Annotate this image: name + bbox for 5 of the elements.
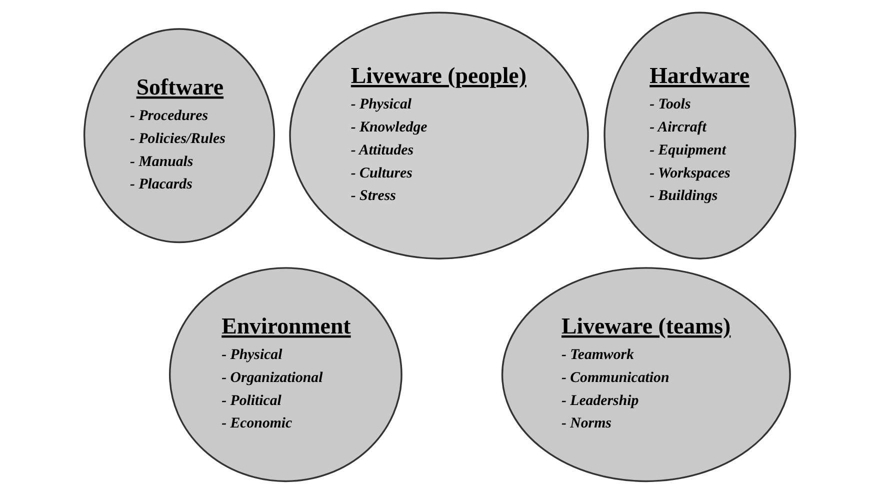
node-ellipse: Software - Procedures - Policies/Rules - Manuals - Placards bbox=[82, 28, 275, 244]
node-circle: Environment - Physical - Organizational - Political - Economic bbox=[168, 267, 402, 482]
node-ellipse: Liveware (teams) - Teamwork - Communication - Leadership - Norms bbox=[500, 267, 790, 482]
node-ellipse: Liveware (people) - Physical - Knowledge - Attitudes - Cultures - Stress bbox=[288, 12, 588, 260]
node-ellipse: Hardware - Tools - Aircraft - Equipment - Workspaces - Buildings bbox=[603, 12, 796, 260]
